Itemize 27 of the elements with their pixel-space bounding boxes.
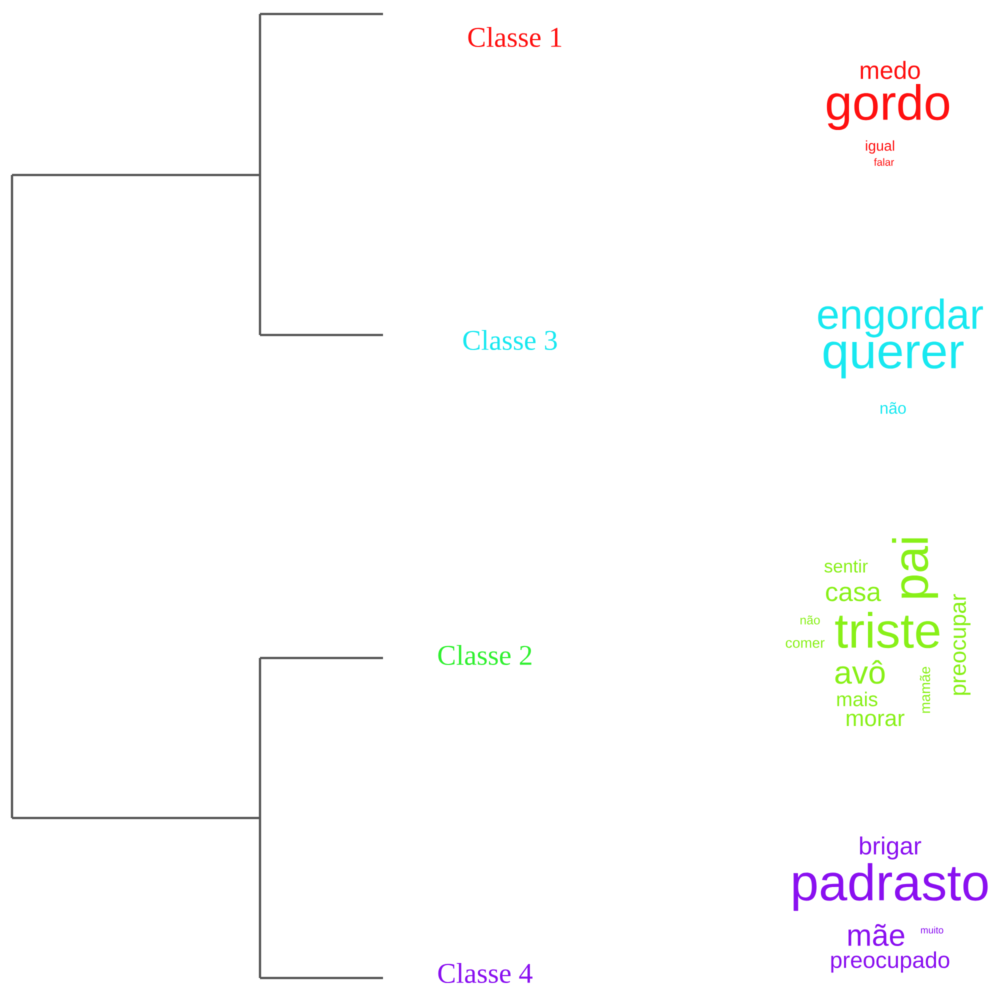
class-label: Classe 3 <box>463 330 557 350</box>
word-cloud-word: padrasto <box>794 863 988 911</box>
word-cloud-word: brigar <box>860 836 922 860</box>
word-cloud-word: casa <box>826 586 882 602</box>
word-cloud-word: querer <box>824 342 964 378</box>
class-label: Classe 2 <box>438 645 532 666</box>
word-cloud-word: mãe <box>848 924 904 946</box>
word-cloud-word: preocupar <box>954 594 971 695</box>
word-cloud-word: gordo <box>826 84 950 130</box>
word-cloud-word: pai <box>892 538 938 598</box>
word-cloud-word: morar <box>846 714 904 726</box>
word-cloud-word: medo <box>860 60 920 80</box>
word-cloud-word: não <box>800 616 820 624</box>
word-cloud-word: igual <box>866 140 894 154</box>
word-cloud-word: mamãe <box>920 666 930 713</box>
word-cloud-word: sentir <box>824 559 868 573</box>
word-cloud-word: muito <box>921 926 944 934</box>
word-cloud-word: avô <box>835 660 885 684</box>
word-cloud-word: não <box>880 402 906 414</box>
word-cloud-word: triste <box>835 612 940 648</box>
word-cloud-word: comer <box>786 640 825 648</box>
class-label: Classe 4 <box>438 963 532 984</box>
word-cloud-word: preocupado <box>831 951 950 973</box>
word-cloud-word: engordar <box>818 298 983 338</box>
class-label: Classe 1 <box>468 26 562 48</box>
word-cloud-word: mais <box>837 692 878 706</box>
word-cloud-word: falar <box>874 158 894 166</box>
